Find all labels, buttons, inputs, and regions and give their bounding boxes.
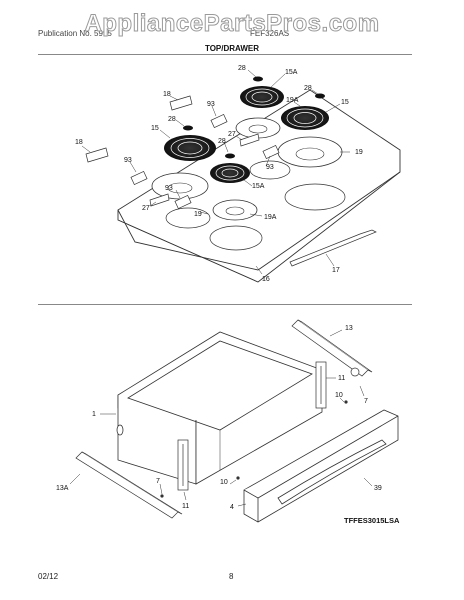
leader-lines-top xyxy=(81,69,350,275)
callout-28: 28 xyxy=(238,65,246,72)
callout-28: 28 xyxy=(218,138,226,145)
callout-15a: 15A xyxy=(252,183,265,190)
callout-15: 15 xyxy=(341,99,349,106)
callout-28: 28 xyxy=(304,85,312,92)
callout-19: 19 xyxy=(194,211,202,218)
callout-15a: 15A xyxy=(285,69,298,76)
callout-93: 93 xyxy=(207,101,215,108)
callout-28: 28 xyxy=(168,116,176,123)
callout-27: 27 xyxy=(228,131,236,138)
callout-11: 11 xyxy=(338,375,345,382)
callout-17: 17 xyxy=(332,267,340,274)
callout-19: 19 xyxy=(355,149,363,156)
callout-4: 4 xyxy=(230,504,234,511)
trim-ring xyxy=(183,76,325,159)
callout-18: 18 xyxy=(75,139,83,146)
cooktop-glass xyxy=(117,89,401,283)
callout-10: 10 xyxy=(335,392,343,399)
callout-27: 27 xyxy=(142,205,150,212)
callout-18: 18 xyxy=(163,91,171,98)
top-divider xyxy=(38,54,412,55)
callout-19a: 19A xyxy=(264,214,277,221)
drawer-body xyxy=(116,331,323,485)
callout-13: 13 xyxy=(345,325,353,332)
callout-93: 93 xyxy=(266,164,274,171)
diagram-code: TFFES3015LSA xyxy=(344,516,400,525)
leader-lines-drawer xyxy=(69,329,373,507)
screw xyxy=(160,400,348,498)
drawer-rail-left xyxy=(75,451,183,519)
callout-10: 10 xyxy=(220,479,228,486)
callout-1: 1 xyxy=(92,411,96,418)
drawer-rail-right xyxy=(291,319,373,377)
section-title: TOP/DRAWER xyxy=(204,44,260,53)
callout-7: 7 xyxy=(364,398,368,405)
page-number: 8 xyxy=(229,572,234,581)
surface-element-coil xyxy=(164,86,329,183)
callout-39: 39 xyxy=(374,485,382,492)
drawer-front-panel xyxy=(243,409,399,523)
callout-11: 11 xyxy=(182,503,189,510)
publication-number: Publication No. 5995 xyxy=(38,29,112,38)
model-number: FEF326AS xyxy=(250,29,290,38)
watermark: AppliancePartsPros.com xyxy=(84,10,380,38)
callout-7: 7 xyxy=(156,478,160,485)
callout-19a: 19A xyxy=(286,97,299,104)
drip-bowl xyxy=(151,117,343,221)
element-receptacle xyxy=(130,113,280,210)
footer-date: 02/12 xyxy=(38,572,59,581)
callout-93: 93 xyxy=(165,185,173,192)
callout-15: 15 xyxy=(151,125,159,132)
section-divider xyxy=(38,304,412,305)
drawer-handle xyxy=(277,439,387,505)
drawer-glide xyxy=(177,361,327,491)
callout-16: 16 xyxy=(262,276,270,283)
top-trim-strip xyxy=(289,229,377,267)
callout-13a: 13A xyxy=(56,485,69,492)
callout-93: 93 xyxy=(124,157,132,164)
